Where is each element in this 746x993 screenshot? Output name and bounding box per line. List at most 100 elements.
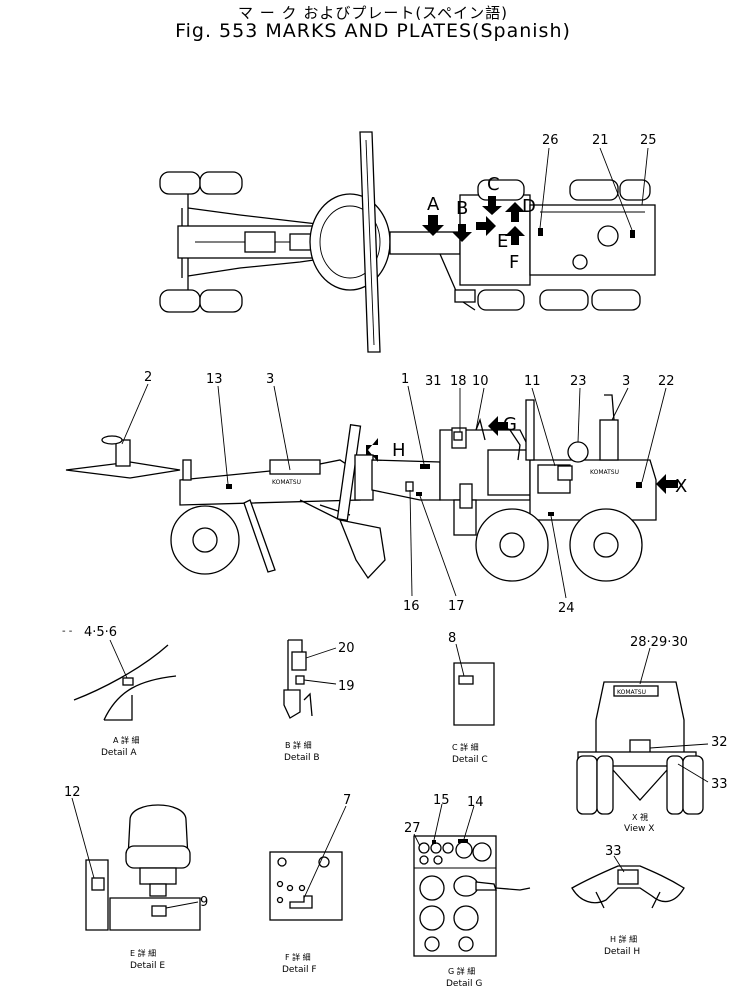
callout-25: 25	[640, 133, 657, 148]
detail-e-caption: Detail E	[130, 961, 165, 971]
arrow-g-icon	[488, 416, 508, 436]
arrow-h-icon	[366, 438, 378, 462]
callout-8: 8	[448, 631, 456, 646]
top-front-wheel-left-2	[199, 171, 243, 195]
detail-e-seat-back	[127, 804, 189, 859]
detail-b-plate-19	[295, 675, 305, 685]
detail-g-caption: Detail G	[446, 979, 482, 989]
callout-10: 10	[472, 374, 489, 389]
plate-24-mark	[548, 512, 554, 516]
callout-12: 12	[64, 785, 81, 800]
detail-h-caption-jp: H 詳 細	[610, 934, 637, 944]
view-x-caption-jp: X 視	[632, 813, 648, 822]
side-blade	[338, 519, 386, 580]
side-view: KOMATSU KOMATSU	[65, 370, 687, 616]
plate-1-mark	[420, 464, 430, 469]
view-x-brand-plate	[613, 685, 659, 697]
label-b: B	[456, 198, 468, 219]
label-h: H	[392, 440, 406, 461]
part-2-drawing	[65, 461, 181, 479]
detail-e-post	[85, 859, 109, 931]
arrow-e-icon	[476, 216, 496, 236]
detail-e-plate-12	[91, 877, 105, 891]
detail-e: 12 9 E 詳 細 Detail E	[64, 785, 208, 971]
top-blade-circle	[309, 193, 391, 291]
plate-13-mark	[226, 484, 232, 489]
top-engine-hood	[529, 204, 656, 276]
detail-c-caption-jp: C 詳 細	[452, 742, 479, 752]
arrow-c-icon	[482, 196, 502, 215]
label-x: X	[675, 476, 687, 497]
callout-11: 11	[524, 374, 541, 389]
callout-9: 9	[200, 895, 208, 910]
detail-f: 7 F 詳 細 Detail F	[269, 793, 351, 975]
label-e: E	[497, 231, 508, 252]
detail-f-caption-jp: F 詳 細	[285, 952, 311, 962]
callout-23: 23	[570, 374, 587, 389]
detail-h-caption: Detail H	[604, 947, 640, 957]
callout-13: 13	[206, 372, 223, 387]
top-front-wheel-right	[159, 289, 201, 313]
callout-22: 22	[658, 374, 675, 389]
callout-33-detail-h: 33	[605, 844, 622, 859]
view-x-caption: View X	[624, 824, 654, 834]
label-g: G	[503, 414, 517, 435]
arrow-a-icon	[422, 215, 444, 236]
callout-33-view-x: 33	[711, 777, 728, 792]
detail-g-caption-jp: G 詳 細	[448, 966, 475, 976]
detail-b-caption-jp: B 詳 細	[285, 740, 312, 750]
callout-14: 14	[467, 795, 484, 810]
arrow-x-icon	[656, 474, 678, 494]
detail-a-caption: Detail A	[101, 748, 137, 758]
plate-17-mark	[416, 492, 422, 496]
callout-1: 1	[401, 372, 409, 387]
callout-21: 21	[592, 133, 609, 148]
view-x-wheel-left	[576, 755, 598, 815]
plate-22-mark	[636, 482, 642, 488]
detail-b: 20 19 B 詳 細 Detail B	[283, 639, 355, 763]
label-c: C	[487, 174, 500, 195]
callout-32: 32	[711, 735, 728, 750]
callout-2: 2	[144, 370, 152, 385]
detail-h-plate-33	[617, 869, 639, 885]
label-a: A	[427, 194, 440, 215]
detail-c-plate	[458, 675, 474, 685]
arrow-d-icon	[505, 202, 525, 222]
detail-e-caption-jp: E 詳 細	[130, 948, 156, 958]
callout-20: 20	[338, 641, 355, 656]
top-exhaust	[597, 225, 619, 247]
plate-21-mark	[630, 230, 635, 238]
view-x-brand: KOMATSU	[617, 689, 646, 696]
view-x: KOMATSU 28·29·30 32 33 X 視 View X	[576, 635, 728, 834]
top-front-wheel-right-2	[199, 289, 243, 313]
detail-e-plate-9	[151, 905, 167, 917]
callout-4-5-6: 4·5·6	[84, 625, 117, 640]
detail-b-plate-20	[291, 651, 307, 671]
callout-16: 16	[403, 599, 420, 614]
callout-26: 26	[542, 133, 559, 148]
arrow-f-icon	[505, 226, 525, 245]
label-d: D	[522, 196, 536, 217]
callout-3-front: 3	[266, 372, 274, 387]
callout-27: 27	[404, 821, 421, 836]
callout-19: 19	[338, 679, 355, 694]
callout-24: 24	[558, 601, 575, 616]
detail-g: 27 15 14 G 詳 細 Detail G	[404, 793, 531, 989]
callout-7: 7	[343, 793, 351, 808]
detail-f-plate-7	[289, 895, 313, 909]
top-front-wheel-left	[159, 171, 201, 195]
label-f: F	[509, 252, 519, 273]
detail-g-lever	[453, 875, 479, 897]
detail-a-plate	[122, 677, 134, 686]
detail-g-plate-15	[432, 840, 436, 844]
side-frame-brand: KOMATSU	[272, 479, 301, 486]
view-x-wheel-right	[682, 755, 704, 815]
svg-text:- -: - -	[62, 626, 73, 637]
detail-c-caption: Detail C	[452, 755, 488, 765]
callout-28-29-30: 28·29·30	[630, 635, 688, 650]
figure-title-english: Fig. 553 MARKS AND PLATES(Spanish)	[175, 20, 571, 42]
callout-15: 15	[433, 793, 450, 808]
detail-c-panel	[453, 662, 495, 726]
detail-b-caption: Detail B	[284, 753, 320, 763]
